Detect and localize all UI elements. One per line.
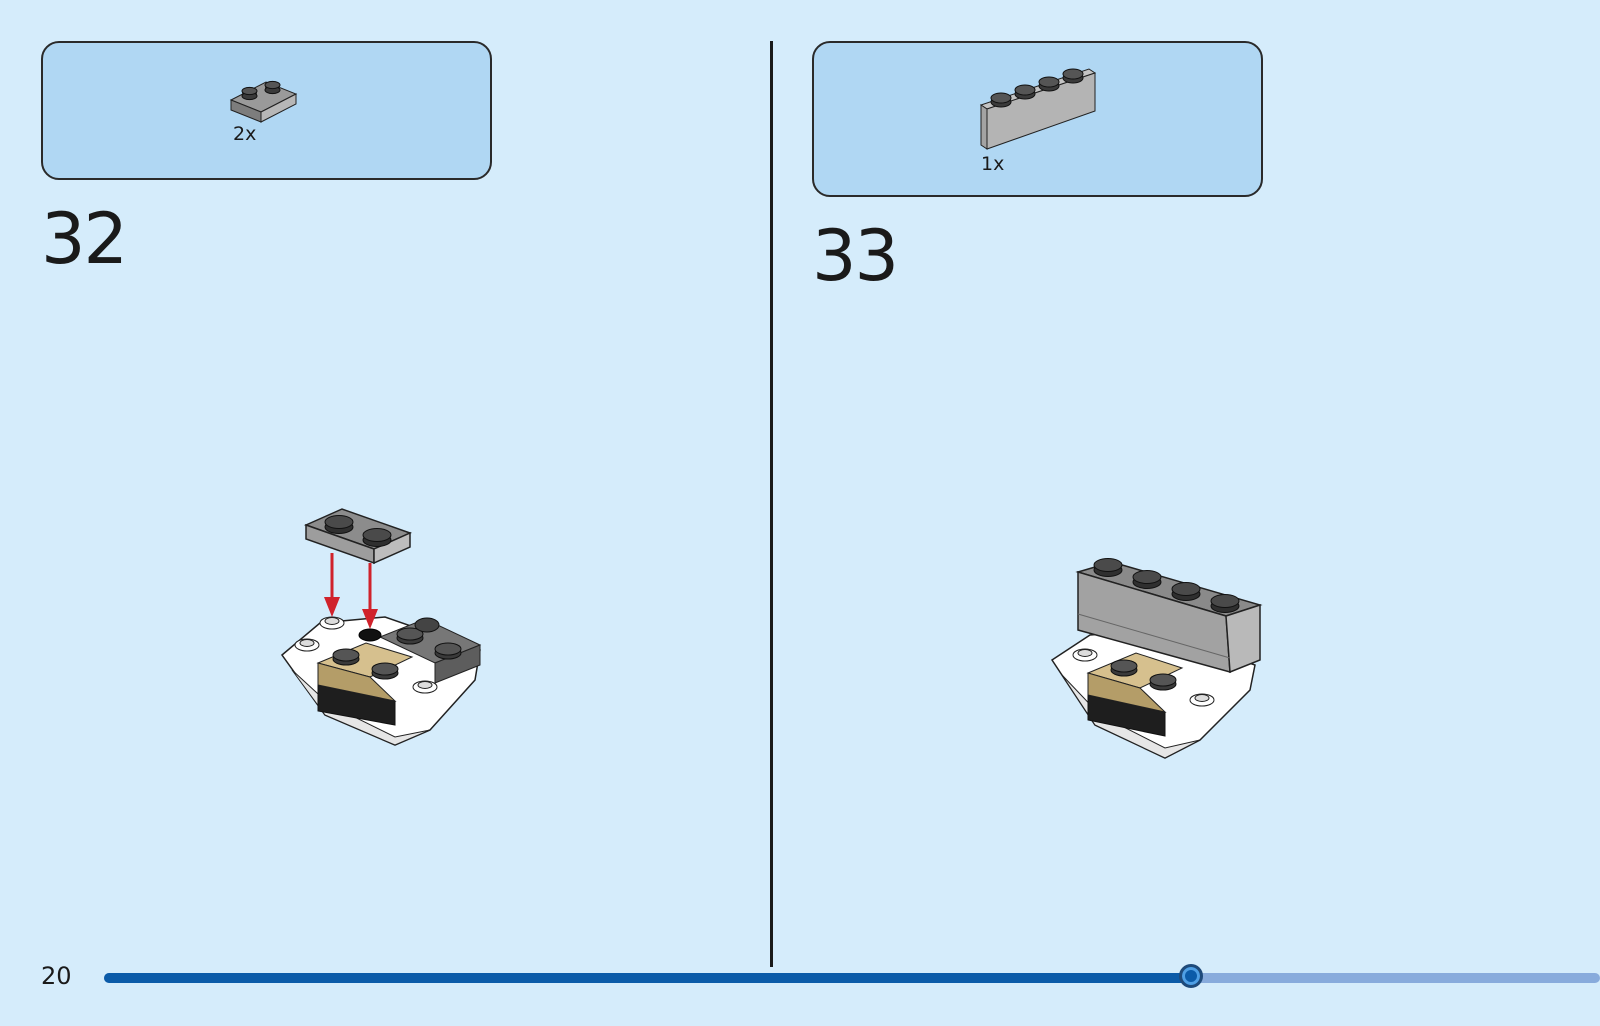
step-number: 32 <box>41 204 126 274</box>
step-33-assembly-illustration <box>1050 560 1265 760</box>
part-brick-1x4-icon <box>979 65 1101 155</box>
progress-bar <box>104 973 1600 983</box>
part-plate-1x2-icon <box>228 76 300 126</box>
progress-marker <box>1179 964 1203 988</box>
part-quantity: 2x <box>233 123 256 145</box>
page-number: 20 <box>41 962 72 990</box>
progress-bar-fill <box>104 973 1191 983</box>
step-32-assembly-illustration <box>280 505 495 760</box>
step-number: 33 <box>812 221 897 291</box>
parts-callout-step-32: 2x <box>41 41 492 180</box>
parts-callout-step-33: 1x <box>812 41 1263 197</box>
page-divider <box>770 41 773 967</box>
part-quantity: 1x <box>981 153 1004 175</box>
